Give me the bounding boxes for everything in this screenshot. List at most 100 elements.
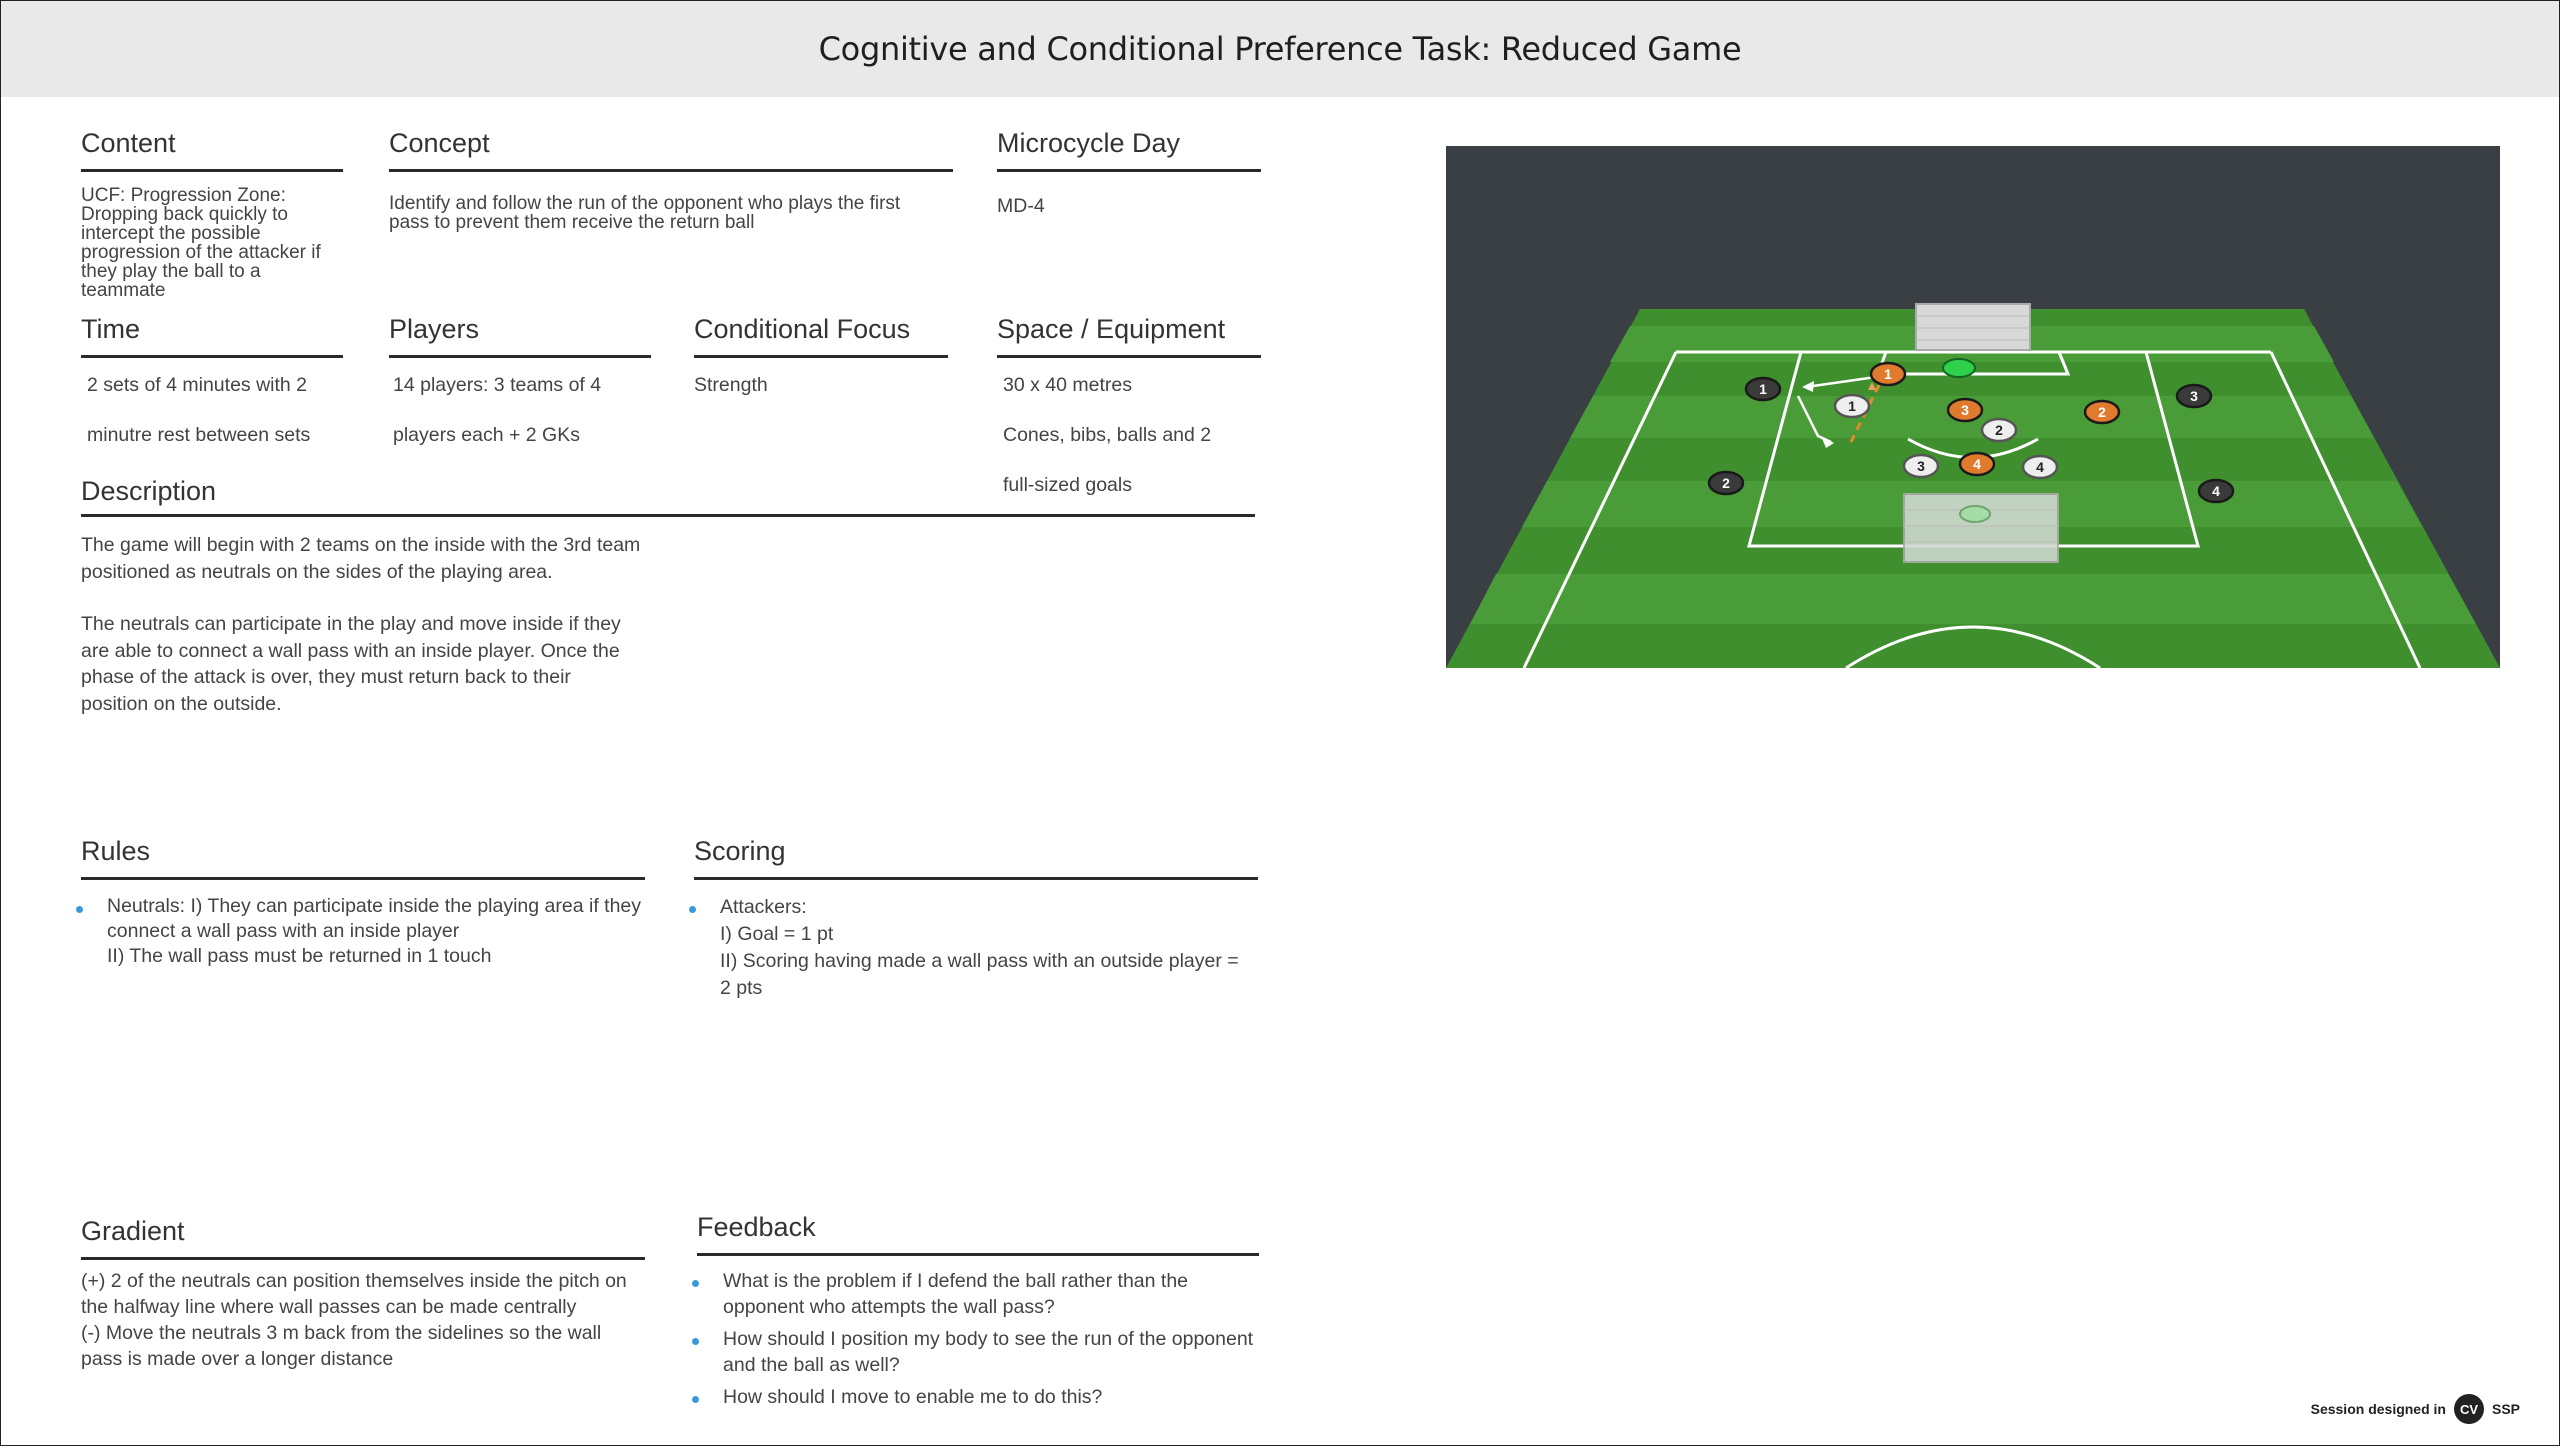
conditional-section: Conditional Focus Strength xyxy=(694,314,948,410)
player-disc xyxy=(1980,417,2018,443)
description-section: Description xyxy=(81,476,1255,507)
player-marker-dark-3: 3 xyxy=(2175,383,2213,409)
player-number: 2 xyxy=(1995,422,2003,438)
rules-title: Rules xyxy=(81,836,645,880)
goalkeeper-bottom xyxy=(1959,505,1991,523)
pitch-svg: 1 3 2 4 1 2 3 4 1 3 2 4 xyxy=(1446,146,2500,670)
content-text: UCF: Progression Zone: Dropping back qui… xyxy=(81,185,321,301)
time-title: Time xyxy=(81,314,343,358)
description-body: The game will begin with 2 teams on the … xyxy=(81,532,641,743)
player-disc xyxy=(2175,383,2213,409)
player-marker-dark-2: 2 xyxy=(1707,470,1745,496)
player-disc xyxy=(1833,393,1871,419)
player-disc xyxy=(2083,399,2121,425)
feedback-section: Feedback What is the problem if I defend… xyxy=(692,1212,1259,1416)
turf-stripe xyxy=(1470,574,2476,624)
description-paragraph-2: The neutrals can participate in the play… xyxy=(81,613,621,715)
description-paragraph-1: The game will begin with 2 teams on the … xyxy=(81,534,641,583)
turf xyxy=(1446,309,2500,668)
player-marker-orange-1: 1 xyxy=(1869,361,1907,387)
player-number: 1 xyxy=(1884,366,1892,382)
top-goal-net xyxy=(1915,303,2031,351)
player-number: 2 xyxy=(1722,475,1730,491)
gradient-section: Gradient (+) 2 of the neutrals can posit… xyxy=(81,1216,645,1372)
rules-section: Rules Neutrals: I) They can participate … xyxy=(76,836,645,975)
feedback-item: What is the problem if I defend the ball… xyxy=(692,1268,1259,1320)
scoring-title: Scoring xyxy=(694,836,1258,880)
gradient-line-2: (-) Move the neutrals 3 m back from the … xyxy=(81,1322,602,1370)
scoring-item: Attackers: I) Goal = 1 pt II) Scoring ha… xyxy=(689,894,1258,1002)
players-line-1: 14 players: 3 teams of 4 xyxy=(393,374,602,396)
player-number: 4 xyxy=(2036,459,2044,475)
touchline-right xyxy=(2269,351,2422,669)
player-number: 1 xyxy=(1759,381,1767,397)
player-number: 1 xyxy=(1848,398,1856,414)
page-title: Cognitive and Conditional Preference Tas… xyxy=(818,30,1742,68)
players-section: Players 14 players: 3 teams of 4 players… xyxy=(389,314,651,460)
pass-arrow-head xyxy=(1802,381,1814,392)
scoring-item-line-2: I) Goal = 1 pt xyxy=(720,923,834,945)
pitch-lines xyxy=(1522,350,2422,670)
space-title: Space / Equipment xyxy=(997,314,1261,358)
player-layer: 1 3 2 4 1 2 3 4 1 3 2 4 xyxy=(1707,361,2235,504)
space-line-1: 30 x 40 metres xyxy=(1003,374,1132,396)
pass-arrow-line xyxy=(1805,375,1877,389)
rules-item: Neutrals: I) They can participate inside… xyxy=(76,894,645,969)
player-marker-dark-1: 1 xyxy=(1744,376,1782,402)
scoring-item-line-1: Attackers: xyxy=(720,896,807,918)
scoring-item-line-3: II) Scoring having made a wall pass with… xyxy=(720,950,1239,999)
rules-item-line-1: Neutrals: I) They can participate inside… xyxy=(107,895,642,942)
goalkeeper-top xyxy=(1942,358,1976,378)
gradient-line-1: (+) 2 of the neutrals can position thems… xyxy=(81,1270,627,1318)
space-line-3: full-sized goals xyxy=(1003,474,1132,496)
player-disc xyxy=(1869,361,1907,387)
feedback-item-text: How should I move to enable me to do thi… xyxy=(723,1386,1103,1408)
rules-item-line-2: II) The wall pass must be returned in 1 … xyxy=(107,945,492,967)
player-disc xyxy=(1958,451,1996,477)
player-disc xyxy=(1946,397,1984,423)
feedback-item: How should I position my body to see the… xyxy=(692,1326,1259,1378)
microcycle-title: Microcycle Day xyxy=(997,128,1261,172)
conditional-text: Strength xyxy=(694,374,768,396)
scoring-section: Scoring Attackers: I) Goal = 1 pt II) Sc… xyxy=(689,836,1258,1008)
player-marker-white-2: 2 xyxy=(1980,417,2018,443)
top-goal xyxy=(1915,303,2031,351)
conditional-title: Conditional Focus xyxy=(694,314,948,358)
time-section: Time 2 sets of 4 minutes with 2 minutre … xyxy=(81,314,343,460)
bottom-goal-net xyxy=(1903,493,2059,563)
player-marker-orange-2: 2 xyxy=(2083,399,2121,425)
player-number: 3 xyxy=(1961,402,1969,418)
concept-title: Concept xyxy=(389,128,953,172)
player-disc xyxy=(2197,478,2235,504)
feedback-title: Feedback xyxy=(697,1212,1259,1256)
concept-section: Concept Identify and follow the run of t… xyxy=(389,128,953,232)
player-number: 3 xyxy=(2190,388,2198,404)
player-number: 2 xyxy=(2098,404,2106,420)
bottom-goal xyxy=(1903,493,2059,563)
feedback-item: How should I move to enable me to do thi… xyxy=(692,1384,1259,1410)
player-disc xyxy=(2021,454,2059,480)
player-disc xyxy=(1902,453,1940,479)
player-number: 3 xyxy=(1917,458,1925,474)
player-marker-dark-4: 4 xyxy=(2197,478,2235,504)
player-marker-orange-3: 3 xyxy=(1946,397,1984,423)
footer-text: Session designed in xyxy=(2310,1401,2446,1417)
center-circle xyxy=(1845,625,2101,670)
players-line-2: players each + 2 GKs xyxy=(393,424,580,446)
feedback-item-text: What is the problem if I defend the ball… xyxy=(723,1270,1189,1318)
concept-text: Identify and follow the run of the oppon… xyxy=(389,193,901,233)
touchline-left xyxy=(1522,351,1678,669)
time-line-1: 2 sets of 4 minutes with 2 xyxy=(87,374,308,396)
cone-icon xyxy=(1868,382,1876,390)
player-marker-white-3: 3 xyxy=(1902,453,1940,479)
content-title: Content xyxy=(81,128,343,172)
cv-logo-icon: CV xyxy=(2453,1394,2484,1424)
footer-brand: SSP xyxy=(2491,1401,2520,1417)
description-title: Description xyxy=(81,476,217,506)
run-arrow-head xyxy=(1821,436,1834,448)
player-marker-orange-4: 4 xyxy=(1958,451,1996,477)
description-divider xyxy=(81,514,1255,517)
time-line-2: minutre rest between sets xyxy=(87,424,311,446)
player-disc xyxy=(1744,376,1782,402)
microcycle-text: MD-4 xyxy=(997,195,1045,217)
